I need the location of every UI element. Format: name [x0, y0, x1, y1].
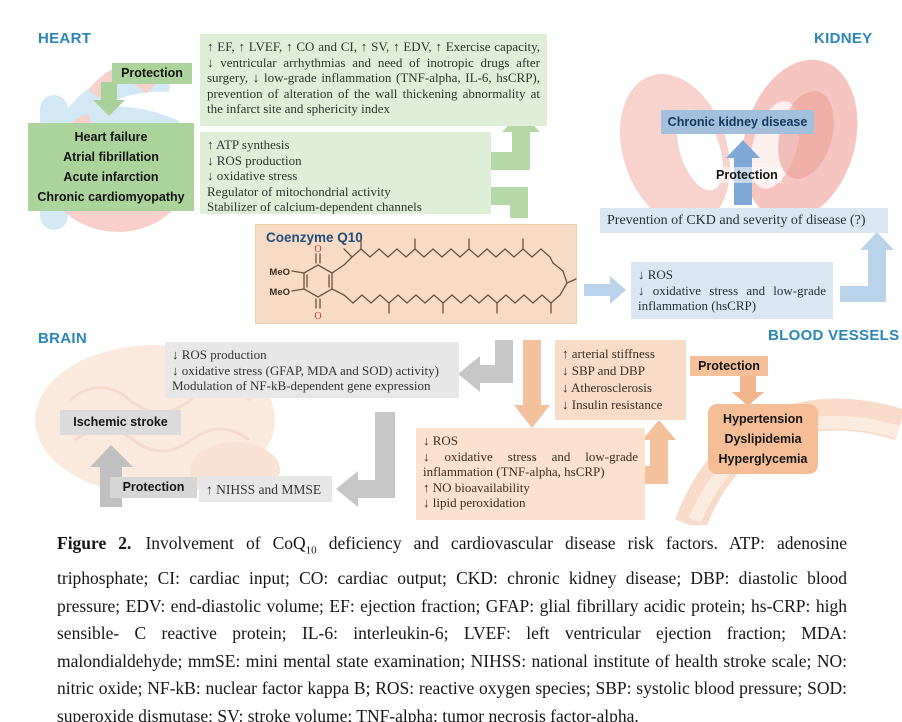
- disease-item: Chronic cardiomyopathy: [37, 190, 185, 204]
- brain-mechanisms-box: ↓ ROS production ↓ oxidative stress (GFA…: [165, 342, 459, 398]
- coq10-box: Coenzyme Q10 O O MeO MeO: [255, 224, 577, 324]
- figure-caption: Figure 2. Involvement of CoQ10 deficiency…: [57, 530, 847, 722]
- heart-mechanisms-box: ↑ ATP synthesis ↓ ROS production ↓ oxida…: [200, 132, 491, 214]
- mechanism-line: Stabilizer of calcium-dependent channels: [207, 199, 422, 215]
- coq10-label: Coenzyme Q10: [266, 230, 363, 245]
- coq10-diagram: HEART KIDNEY BRAIN BLOOD VESSELS Protect…: [28, 30, 902, 525]
- kidney-prevention-box: Prevention of CKD and severity of diseas…: [600, 208, 888, 233]
- vessel-effects-box: ↑ arterial stiffness ↓ SBP and DBP ↓ Ath…: [555, 340, 686, 420]
- arrow-ros-to-prevention: [840, 232, 894, 302]
- arrow-vesselmech-to-effects: [642, 420, 676, 484]
- disease-item: Acute infarction: [63, 170, 159, 184]
- oxygen-atom: O: [314, 244, 321, 255]
- mechanism-line: ↓ ROS production: [172, 347, 267, 362]
- section-label-kidney: KIDNEY: [814, 30, 873, 47]
- mechanism-line: Modulation of NF-kB-dependent gene expre…: [172, 378, 431, 394]
- figure-label: Figure 2.: [57, 533, 132, 553]
- disease-item: Hypertension: [723, 412, 803, 426]
- heart-protection-label: Protection: [112, 63, 192, 84]
- mechanism-line: Regulator of mitochondrial activity: [207, 183, 391, 199]
- arrow-nihss-to-ischemic-protection: [90, 445, 133, 507]
- disease-item: Atrial fibrillation: [63, 150, 159, 164]
- effect-line: ↓ Atherosclerosis: [562, 380, 652, 395]
- section-label-blood-vessels: BLOOD VESSELS: [768, 327, 900, 344]
- mechanism-line: ↓ ROS production: [207, 152, 302, 168]
- disease-item: Heart failure: [74, 130, 148, 144]
- mechanism-line: ↓ oxidative stress: [207, 168, 298, 184]
- effect-line: ↓ Insulin resistance: [562, 397, 663, 412]
- vessel-protection-label: Protection: [690, 356, 768, 376]
- section-label-brain: BRAIN: [38, 330, 87, 347]
- mechanism-line: ↓ oxidative stress and low-grade inflamm…: [423, 448, 638, 480]
- ckd-box: Chronic kidney disease: [661, 110, 814, 134]
- mechanism-line: ↓ lipid peroxidation: [423, 495, 526, 511]
- meo-substituent: MeO: [269, 287, 290, 298]
- heart-diseases-box: Heart failure Atrial fibrillation Acute …: [28, 123, 194, 211]
- vessel-diseases-box: Hypertension Dyslipidemia Hyperglycemia: [708, 404, 818, 474]
- arrow-coq10-to-brain-mechanisms: [458, 340, 513, 392]
- mechanism-line: ↓ ROS: [638, 267, 674, 282]
- mechanism-line: ↓ oxidative stress and low-grade inflamm…: [638, 282, 826, 314]
- arrow-vesselmech-to-nihss: [336, 412, 395, 507]
- mechanism-line: ↓ oxidative stress (GFAP, MDA and SOD) a…: [172, 362, 439, 378]
- oxygen-atom: O: [314, 311, 321, 322]
- arrow-heart-protection-down: [93, 82, 125, 116]
- caption-subscript: 10: [305, 544, 317, 557]
- caption-text: Involvement of CoQ: [145, 533, 306, 553]
- disease-item: Dyslipidemia: [724, 432, 802, 446]
- section-label-heart: HEART: [38, 30, 92, 47]
- ischemic-stroke-box: Ischemic stroke: [60, 410, 181, 435]
- meo-substituent: MeO: [269, 267, 290, 278]
- heart-clinical-effects-box: ↑ EF, ↑ LVEF, ↑ CO and CI, ↑ SV, ↑ EDV, …: [200, 34, 547, 126]
- coq10-structure: O O MeO MeO: [269, 238, 577, 322]
- nihss-box: ↑ NIHSS and MMSE: [199, 476, 332, 502]
- kidney-protection-label: Protection: [712, 167, 782, 183]
- disease-item: Hyperglycemia: [718, 452, 808, 466]
- vessel-mechanisms-box: ↓ ROS ↓ oxidative stress and low-grade i…: [416, 428, 645, 520]
- arrow-coq10-to-vessel-mechanisms: [514, 340, 550, 428]
- mechanism-line: ↑ ATP synthesis: [207, 137, 290, 152]
- effect-line: ↓ SBP and DBP: [562, 363, 645, 378]
- caption-text: deficiency and cardiovascular disease ri…: [57, 533, 847, 722]
- mechanism-line: ↓ ROS: [423, 433, 459, 448]
- mechanism-line: ↑ NO bioavailability: [423, 479, 530, 495]
- kidney-ros-box: ↓ ROS ↓ oxidative stress and low-grade i…: [631, 262, 833, 319]
- arrow-coq10-to-kidney-ros: [584, 276, 626, 304]
- brain-protection-label: Protection: [110, 477, 197, 498]
- effect-line: ↑ arterial stiffness: [562, 346, 655, 361]
- arrow-protection-to-hypertension: [732, 372, 764, 406]
